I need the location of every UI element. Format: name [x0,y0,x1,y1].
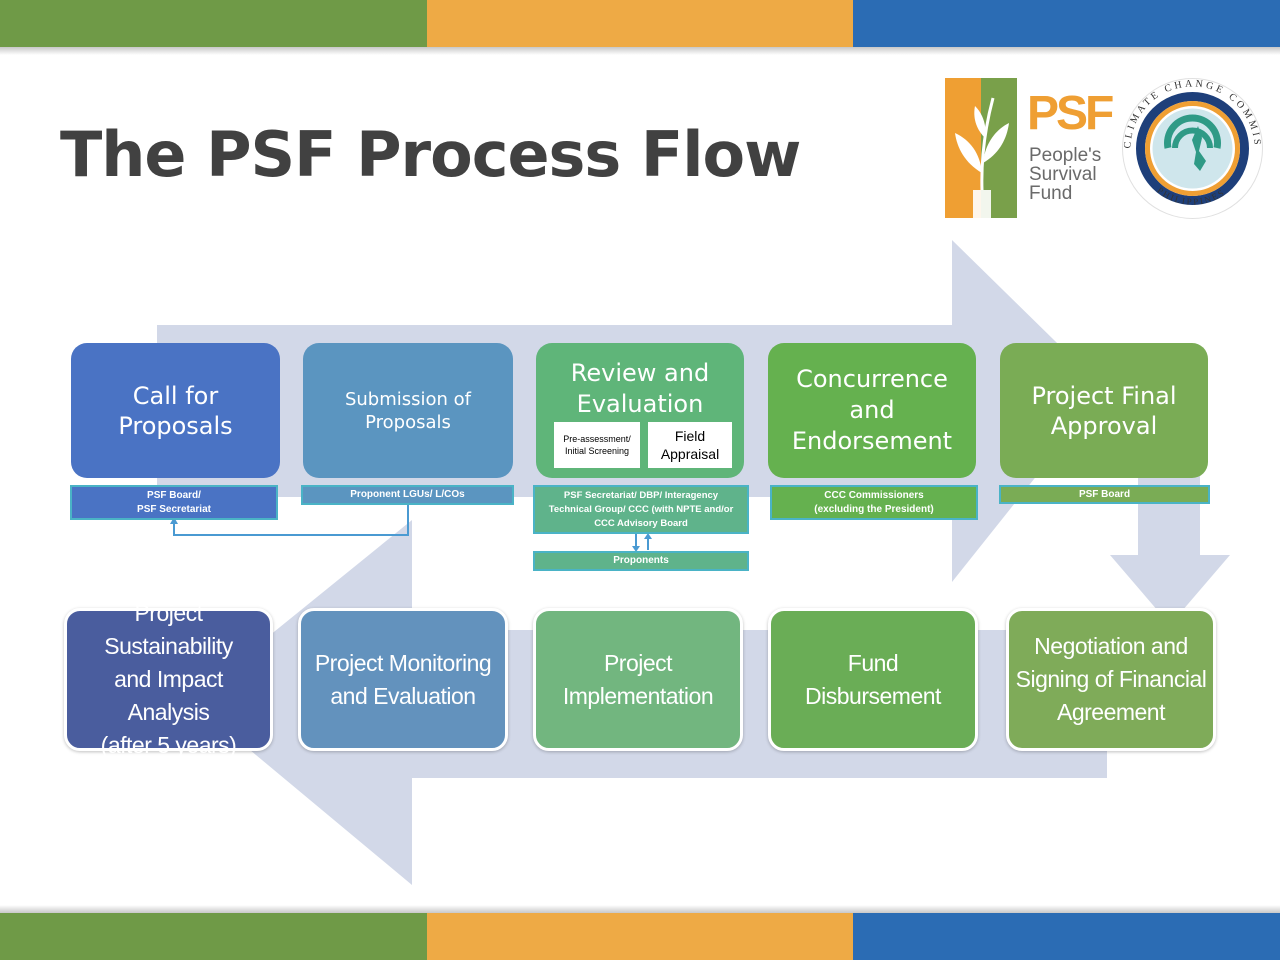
step-label: Submission of Proposals [344,388,472,433]
step-label: Review and Evaluation [570,359,710,418]
psf-logo: PSF People's Survival Fund [945,78,1114,218]
step-label: Concurrence and Endorsement [791,365,953,455]
step-label: Project Monitoring and Evaluation [314,649,492,709]
step-fund-disbursement: Fund Disbursement [768,608,978,751]
psf-mark: PSF [1027,87,1114,140]
step-submission-of-proposals: Submission of Proposals [303,343,513,478]
step-label: Project Sustainability and Impact Analys… [100,600,237,758]
psf-name: People's Survival Fund [1029,145,1102,204]
ccc-logo: CLIMATE CHANGE COMMISSION PHILIPPINES [1115,68,1265,221]
actor-label: Proponent LGUs/ L/COs [301,485,514,505]
step-concurrence-and-endorsement: Concurrence and Endorsement [768,343,976,478]
sub-step-pre-assessment: Pre-assessment/ Initial Screening [554,422,640,468]
step-project-final-approval: Project Final Approval [1000,343,1208,478]
step-label: Project Final Approval [1031,381,1177,440]
step-project-implementation: Project Implementation [533,608,743,751]
actor-label: CCC Commissioners (excluding the Preside… [770,485,978,520]
actor-label: PSF Board/ PSF Secretariat [70,485,278,520]
actor-label-proponents: Proponents [533,551,749,571]
step-project-monitoring: Project Monitoring and Evaluation [298,608,508,751]
actor-label: PSF Secretariat/ DBP/ Interagency Techni… [533,485,749,534]
step-label: Project Implementation [562,649,714,709]
sub-step-field-appraisal: Field Appraisal [648,422,732,468]
step-project-sustainability: Project Sustainability and Impact Analys… [64,600,273,758]
page-title: The PSF Process Flow [60,118,801,191]
top-color-band [0,0,1280,47]
actor-label: PSF Board [999,485,1210,504]
step-label: Call for Proposals [118,381,233,440]
bottom-color-band [0,913,1280,960]
step-negotiation-and-signing: Negotiation and Signing of Financial Agr… [1006,608,1216,751]
step-call-for-proposals: Call for Proposals [71,343,280,478]
step-label: Negotiation and Signing of Financial Agr… [1015,633,1207,725]
step-label: Fund Disbursement [805,649,941,709]
